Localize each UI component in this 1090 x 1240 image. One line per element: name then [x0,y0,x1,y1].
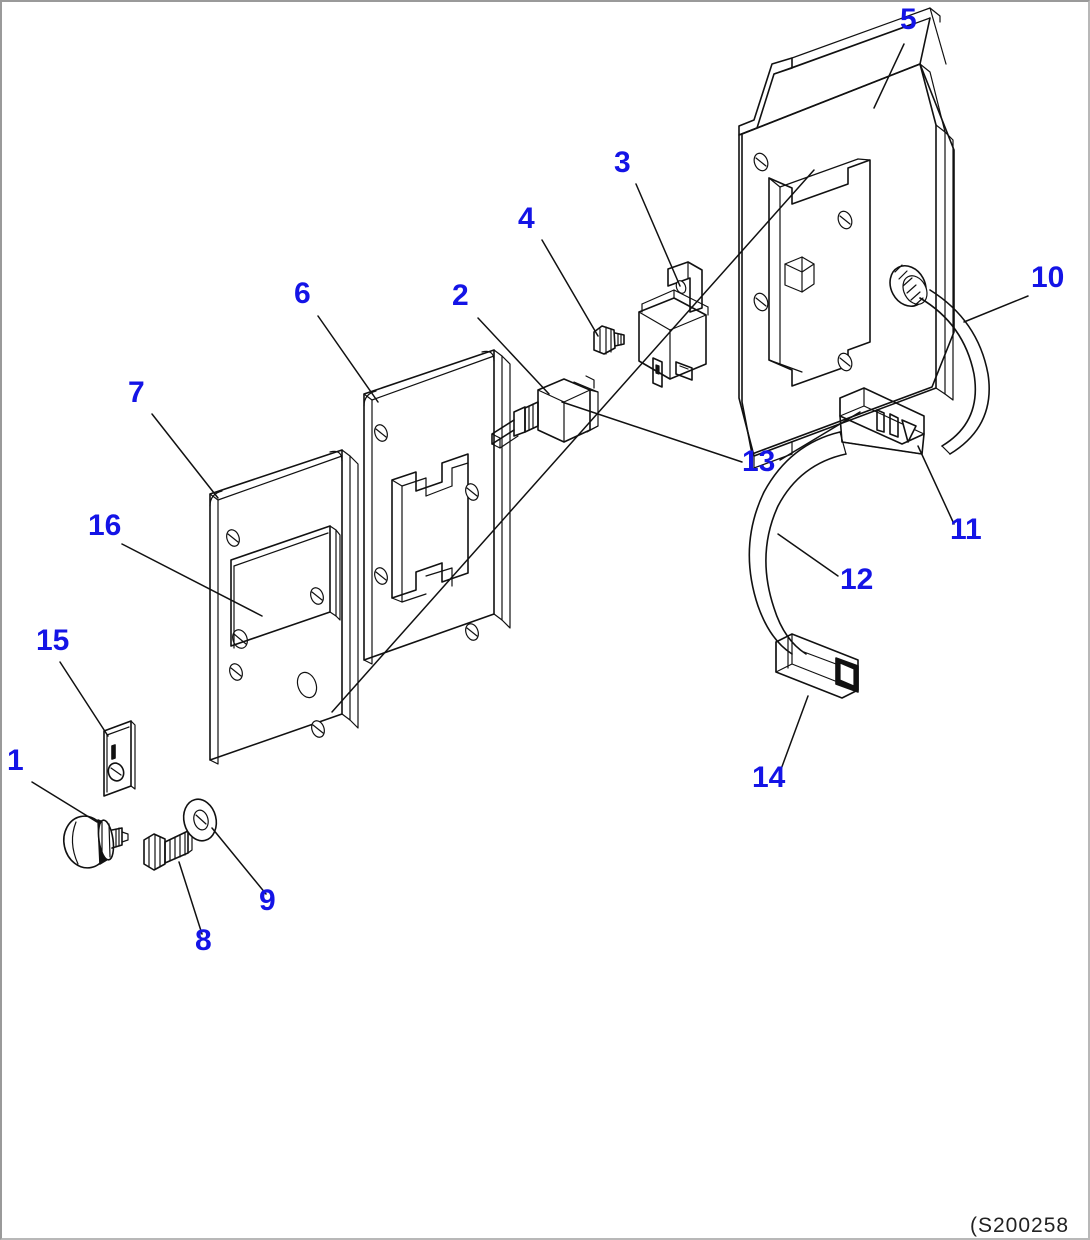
part-connector-block [839,387,925,455]
callout-13: 13 [742,445,775,478]
callout-12: 12 [840,563,873,596]
leader-5-to-frame [331,169,815,713]
leader-2 [477,317,550,395]
drawing-code: (S200258 [970,1214,1069,1237]
leader-8 [178,861,203,935]
callout-9: 9 [259,884,276,917]
leader-13 [779,411,861,461]
callout-1: 1 [7,744,24,777]
callout-3: 3 [614,146,631,179]
leader-13-extend [561,401,743,463]
leader-3 [635,183,681,287]
callout-numbers: 1 2 3 4 5 6 7 8 9 10 11 12 13 14 15 16 [7,3,1064,957]
leader-11 [917,445,955,525]
round-connector [889,264,928,307]
callout-10: 10 [1031,261,1064,294]
part-end-connector [775,633,859,699]
callout-11: 11 [950,513,982,546]
callout-15: 15 [36,624,69,657]
part-bolt [143,830,193,871]
leader-9 [211,827,267,895]
callout-14: 14 [752,761,786,794]
part-screw-4 [593,325,625,355]
callout-5: 5 [900,3,917,36]
part-wiring-harness [748,431,847,655]
leader-4 [541,239,599,337]
part-label-plate [230,525,341,649]
callout-7: 7 [128,376,145,409]
callout-16: 16 [88,509,121,542]
part-washer [182,798,218,842]
callout-4: 4 [518,202,535,235]
part-frame-plate [363,349,511,665]
leader-1 [31,781,98,823]
part-relay [638,261,709,388]
leader-10 [963,295,1029,323]
leader-5 [873,43,905,109]
leader-7 [151,413,219,499]
leader-6 [317,315,379,403]
part-switch-assembly [491,375,599,449]
leader-12 [777,533,839,577]
part-rear-bracket-housing [738,7,955,469]
leader-14 [779,695,809,773]
part-name-plate [103,720,136,797]
leader-lines [31,43,1029,935]
leader-16 [121,543,263,617]
callout-2: 2 [452,279,469,312]
callout-6: 6 [294,277,311,310]
part-knob-plug [63,815,129,869]
part-cable-10 [889,264,990,455]
leader-15 [59,661,109,737]
callout-8: 8 [195,924,212,957]
